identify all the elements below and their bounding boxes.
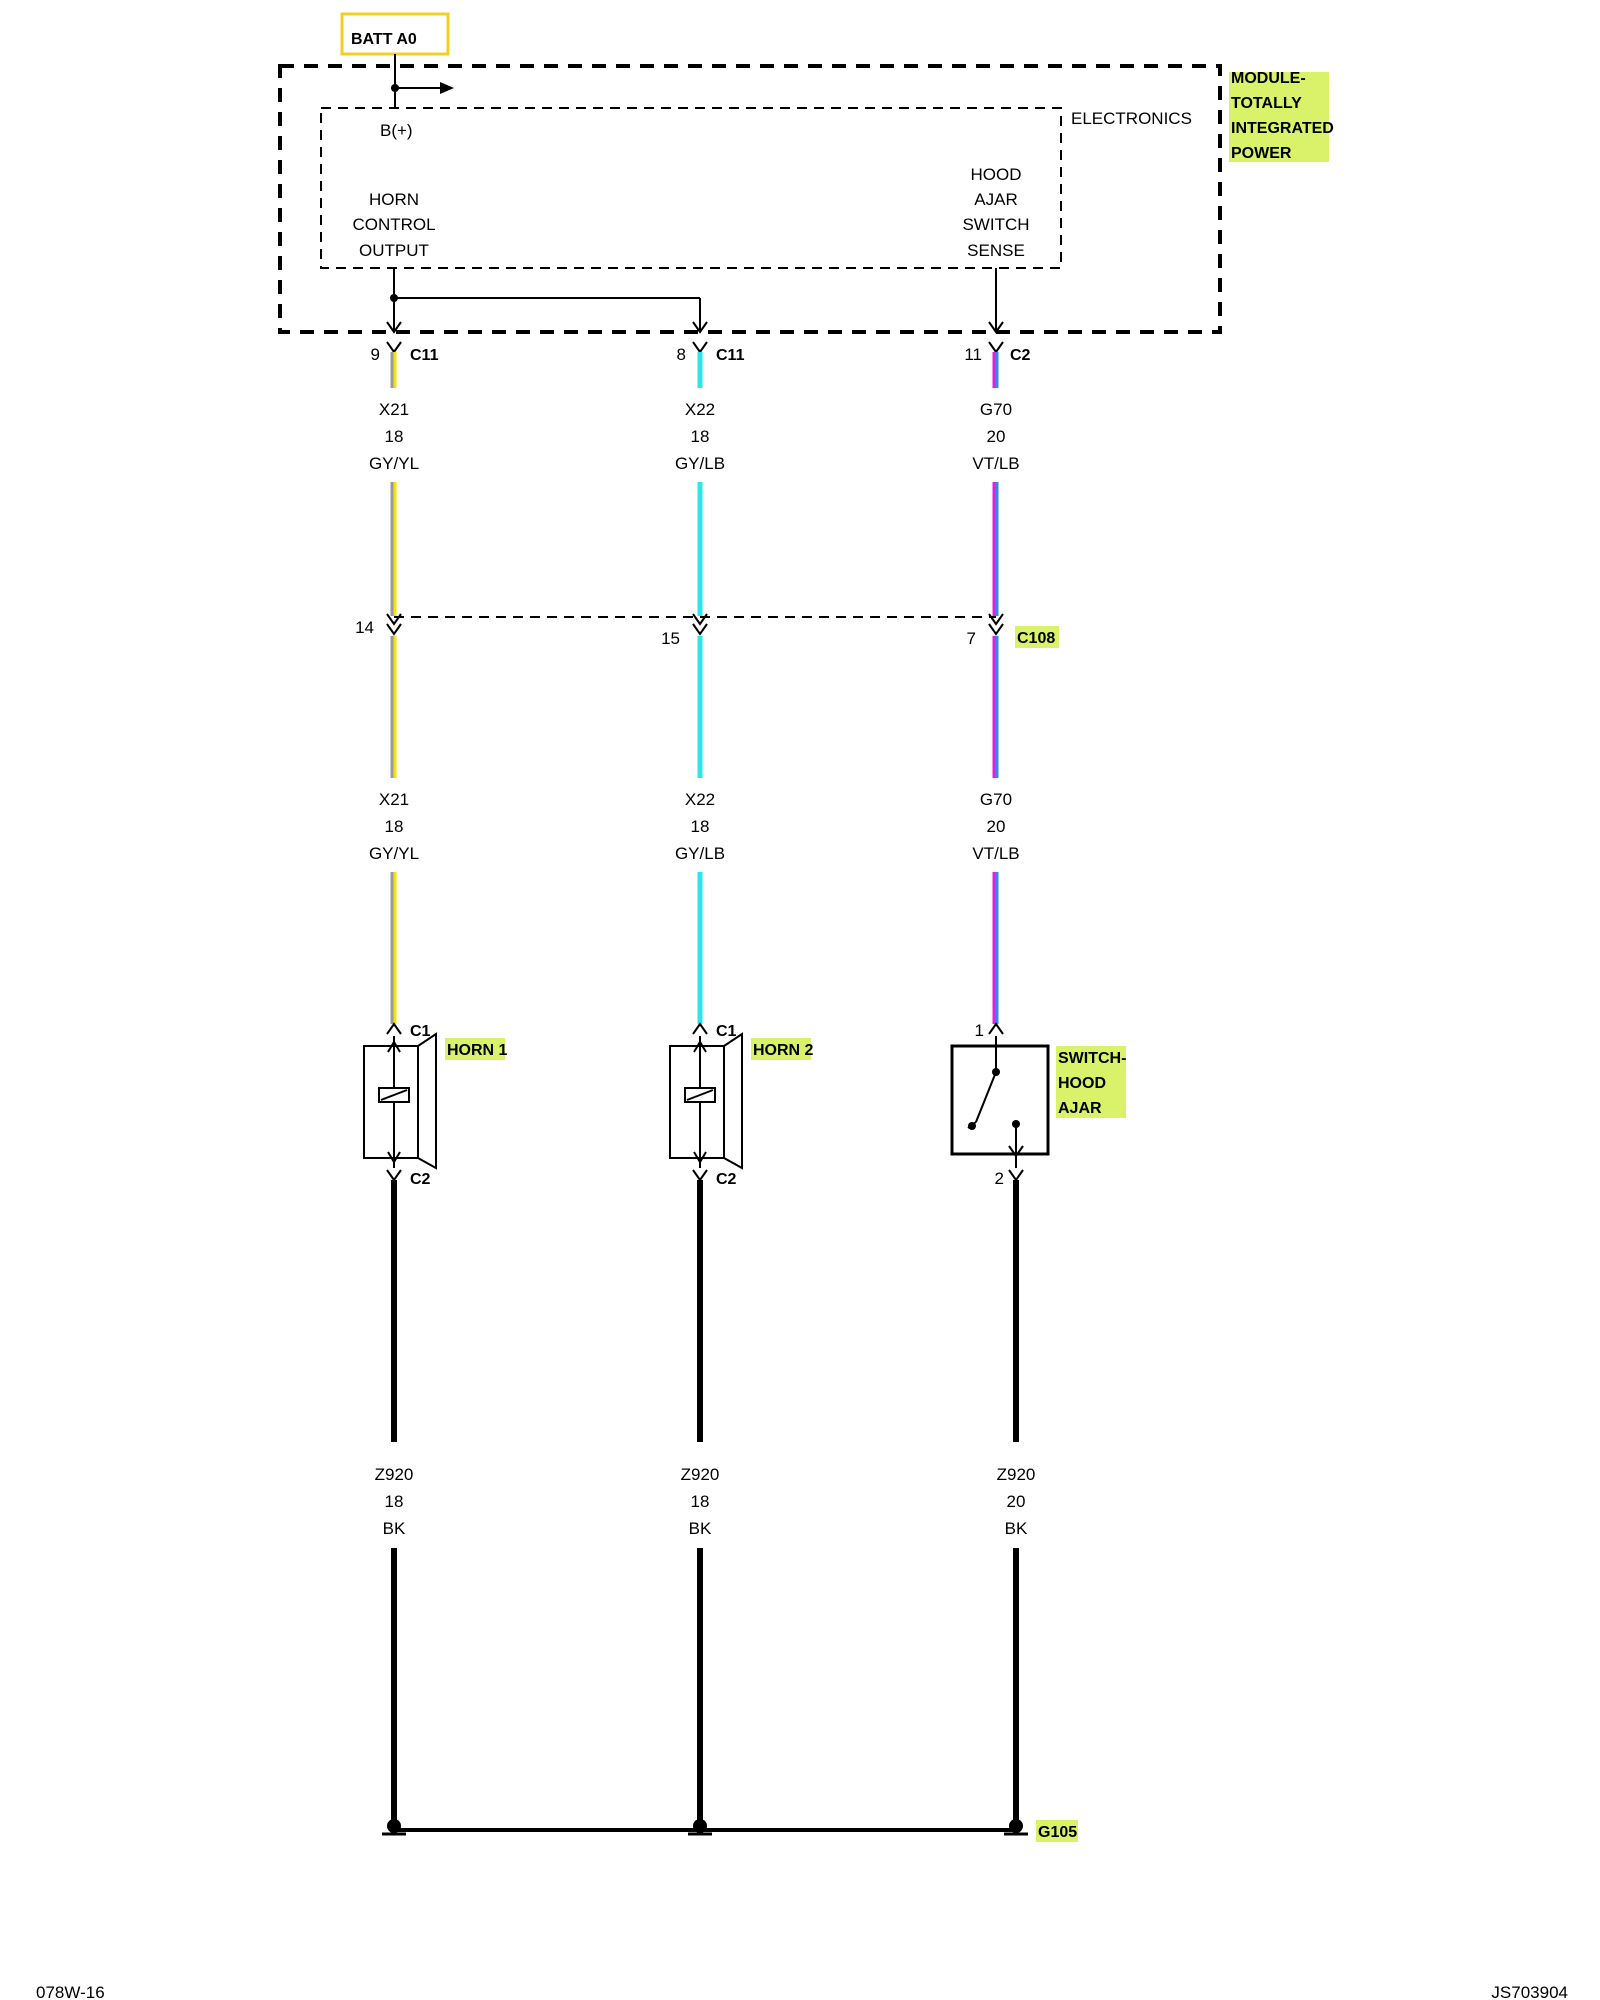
wire-g70-upper-circuit: G70 [980,400,1012,419]
footer-left: 078W-16 [36,1983,105,2000]
c108-pin-14: 14 [355,618,374,637]
module-name-line-1: MODULE- [1231,70,1306,87]
ground-wire-2-color: BK [689,1519,712,1538]
module-name-highlight [1229,72,1329,162]
ground-wire-2-circuit: Z920 [681,1465,720,1484]
module-pin-2-connector: C11 [716,347,745,364]
bplus-label: B(+) [380,121,413,140]
ground-symbol-3 [1004,1819,1028,1836]
wire-g70-lower-gauge: 20 [987,817,1006,836]
wire-x21-to-horn1 [390,872,397,1024]
ground-wire-3-circuit: Z920 [997,1465,1036,1484]
wire-g70-to-switch [992,872,999,1024]
module-name-line-2: TOTALLY [1231,95,1302,112]
wire-x21-upper-circuit: X21 [379,400,409,419]
c108-pin-7: 7 [967,629,976,648]
wire-x22-lower-color: GY/LB [675,844,725,863]
horn-output-label-1: HORN [369,190,419,209]
module-pin-1-connector: C11 [410,347,439,364]
ground-wire-1-circuit: Z920 [375,1465,414,1484]
hood-switch-pin-top: 1 [975,1021,984,1040]
module-name-line-4: POWER [1231,145,1292,162]
wire-x22-upper-gauge: 18 [691,427,710,446]
ground-wire-3-color: BK [1005,1519,1028,1538]
horn-2-symbol [669,1022,743,1182]
electronics-label: ELECTRONICS [1071,109,1192,128]
tipm-module-border [278,64,1222,334]
pin-arrow-c2-11 [988,321,1004,334]
hood-switch-label-1: SWITCH- [1058,1050,1126,1067]
ground-wire-2-gauge: 18 [691,1492,710,1511]
wire-x22-upper-color: GY/LB [675,454,725,473]
wire-x22-lower-gauge: 18 [691,817,710,836]
ground-symbol-1 [382,1819,406,1836]
wire-x21-lower-color: GY/YL [369,844,419,863]
c108-pin-15-chevrons [692,613,708,636]
module-pin-3: 11 [964,345,982,364]
ground-label: G105 [1038,1824,1077,1841]
hood-sense-label-1: HOOD [971,165,1022,184]
hood-switch-label-3: AJAR [1058,1100,1102,1117]
horn-1-label: HORN 1 [447,1042,508,1059]
module-pin-chevron-3 [988,341,1004,354]
c108-pin-14-chevrons [386,613,402,636]
hood-ajar-switch-symbol [950,1022,1050,1182]
c108-pin-7-chevrons [988,613,1004,636]
wire-x22-upper-circuit: X22 [685,400,715,419]
wire-x21-upper-stub [390,352,397,388]
horn-2-highlight [751,1038,811,1060]
module-pin-3-connector: C2 [1010,347,1031,364]
wire-x21-lower-gauge: 18 [385,817,404,836]
wire-x21-upper-color: GY/YL [369,454,419,473]
horn-1-highlight [445,1038,505,1060]
horn-1-bottom-conn: C2 [410,1171,431,1188]
footer-right: JS703904 [1491,1983,1568,2000]
wire-x21-upper-gauge: 18 [385,427,404,446]
ground-wire-3-gauge: 20 [1007,1492,1026,1511]
module-pin-2: 8 [677,345,686,364]
horn-2-bottom-conn: C2 [716,1171,737,1188]
wire-g70-lower [992,636,999,778]
hood-sense-label-4: SENSE [967,241,1025,260]
module-name-line-3: INTEGRATED [1231,120,1334,137]
ground-wire-1-color: BK [383,1519,406,1538]
horn-1-symbol [363,1022,437,1182]
g105-highlight [1036,1820,1078,1842]
batt-label: BATT A0 [351,31,417,48]
c108-label: C108 [1017,630,1055,647]
wire-x21-lower-circuit: X21 [379,790,409,809]
ground-symbol-2 [688,1819,712,1836]
wire-x21-lower [390,636,397,778]
hood-switch-highlight [1056,1046,1126,1118]
hood-switch-label-2: HOOD [1058,1075,1106,1092]
module-pin-chevron-1 [386,341,402,354]
horn-1-top-conn: C1 [410,1023,431,1040]
pin-arrow-c11-9 [386,321,402,334]
c108-pin-15: 15 [661,629,680,648]
wire-g70-lower-circuit: G70 [980,790,1012,809]
electronics-box [320,107,1062,269]
wire-g70-lower-color: VT/LB [972,844,1019,863]
wire-g70-upper-stub [992,352,999,388]
hood-sense-label-2: AJAR [974,190,1017,209]
horn-2-top-conn: C1 [716,1023,737,1040]
batt-arrow-head [440,82,454,94]
c108-highlight [1015,626,1059,648]
hood-sense-label-3: SWITCH [962,215,1029,234]
wire-g70-upper [992,482,999,616]
hood-switch-pin-bottom: 2 [995,1169,1004,1188]
module-pin-chevron-2 [692,341,708,354]
module-pin-1: 9 [371,345,380,364]
horn-output-label-3: OUTPUT [359,241,429,260]
ground-wire-1-gauge: 18 [385,1492,404,1511]
horn-output-label-2: CONTROL [352,215,435,234]
wire-x22-lower-circuit: X22 [685,790,715,809]
horn-2-label: HORN 2 [753,1042,814,1059]
wire-x21-upper [390,482,397,616]
wire-g70-upper-gauge: 20 [987,427,1006,446]
wire-g70-upper-color: VT/LB [972,454,1019,473]
pin-arrow-c11-8 [692,321,708,334]
